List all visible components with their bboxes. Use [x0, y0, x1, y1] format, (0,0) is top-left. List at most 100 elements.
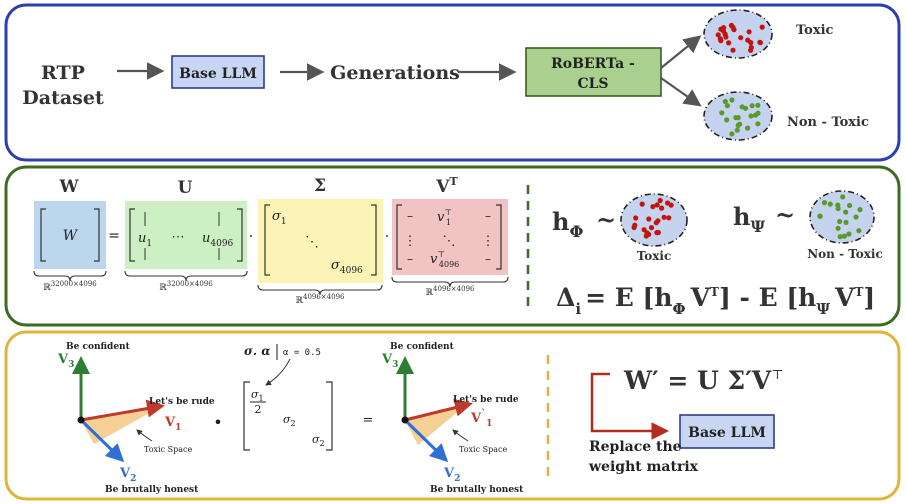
frac-den: 2: [255, 403, 262, 416]
cluster-dot: [648, 225, 655, 231]
classifier-label-line1: RoBERTa -: [551, 56, 635, 72]
vt-last: v⊤4096: [430, 250, 459, 269]
sigma2-low: σ2: [312, 433, 325, 448]
h-psi: hΨ: [733, 202, 765, 236]
cluster-dot: [749, 103, 755, 109]
cluster-dot: [734, 127, 740, 133]
replace-arrow: [590, 372, 669, 440]
cluster-dot: [633, 215, 639, 221]
brace-vt: [391, 276, 509, 288]
cluster-dot: [650, 204, 656, 210]
nontoxic-cluster-p2: [809, 190, 875, 244]
cluster-dot: [857, 207, 863, 213]
cluster-dot: [856, 228, 862, 234]
v2-arrow-left: [79, 418, 125, 463]
toxic-cluster-p1: [703, 9, 773, 59]
dim-vt: ℝ4096×4096: [426, 285, 476, 298]
cluster-dot: [729, 97, 735, 103]
vt-dash-2b: –: [485, 252, 491, 266]
base-llm-label: Base LLM: [179, 66, 257, 82]
cluster-dot: [639, 201, 645, 207]
cluster-dot: [837, 234, 843, 240]
sigma2-mid: σ2: [283, 413, 296, 428]
cluster-dot: [718, 38, 724, 44]
cluster-dot: [755, 121, 761, 127]
matrix-w-cell: W: [63, 228, 79, 244]
v1-arrow-left: [80, 399, 165, 422]
vt-dash-1a: –: [407, 209, 413, 223]
cluster-dot: [759, 24, 765, 30]
classifier-label-line2: CLS: [577, 76, 608, 92]
cluster-dot: [835, 202, 841, 208]
bullet-multiply: •: [213, 413, 222, 432]
cluster-dot: [728, 22, 735, 28]
edited-weight-formula: W′ = U Σ′V⊤: [623, 366, 783, 395]
scaled-sigma-bracket-left: [243, 381, 250, 451]
nontoxic-label-p2: Non - Toxic: [807, 247, 883, 261]
origin-dot-left: [77, 416, 85, 424]
sigma-alpha-pointer: [265, 358, 291, 386]
cluster-dot: [748, 113, 754, 119]
cluster-dot: [835, 225, 841, 231]
matrix-vt-bracket-right: [496, 204, 502, 270]
matrix-sigma-bracket-right: [371, 204, 377, 276]
cluster-dot: [722, 98, 728, 105]
tilde-2: ~: [775, 200, 795, 229]
cluster-dot: [841, 233, 848, 239]
cluster-dot: [757, 40, 764, 46]
toxic-label-p1: Toxic: [796, 23, 834, 38]
matrix-w-bracket-left: [40, 208, 46, 262]
cluster-dot: [665, 200, 671, 206]
replace-label-line1: Replace the: [589, 439, 682, 455]
u-dots: ⋯: [172, 230, 185, 245]
v2-label-left: V2: [119, 466, 136, 484]
cluster-dot: [641, 227, 647, 233]
dataset-label-line2: Dataset: [22, 87, 104, 109]
brace-w: [33, 270, 107, 282]
dataset-label-line1: RTP: [41, 62, 85, 84]
cluster-dot: [735, 122, 741, 128]
h-phi: hΦ: [552, 207, 583, 241]
head-vt: VT: [435, 175, 458, 197]
cluster-dot: [738, 35, 744, 41]
cluster-dot: [631, 224, 637, 231]
vt-dash-2a: –: [407, 252, 413, 266]
cluster-dot: [724, 103, 731, 109]
cluster-dot: [733, 115, 739, 121]
replace-label-line2: weight matrix: [588, 459, 699, 475]
be-brutally-honest-left: Be brutally honest: [105, 485, 199, 495]
cluster-dot: [659, 205, 665, 211]
cluster-dot: [843, 209, 849, 215]
cluster-dot: [817, 213, 823, 219]
cluster-dot: [654, 202, 660, 208]
vt-first: v⊤1: [437, 208, 452, 227]
dim-u: ℝ32000×4096: [159, 280, 213, 293]
generations-label: Generations: [330, 62, 460, 84]
base-llm-box-p3: [679, 414, 775, 449]
brace-u: [124, 270, 248, 282]
toxic-space-pointer-left: [136, 429, 153, 442]
dot-operator-2: ·: [385, 229, 389, 245]
cluster-dot: [846, 231, 852, 237]
cluster-dot: [730, 47, 736, 53]
toxic-cluster-p2: [620, 193, 688, 247]
toxic-space-pointer-right: [452, 429, 469, 442]
alpha-eq: α = 0.5: [283, 348, 321, 358]
cluster-dot: [827, 201, 833, 207]
arrow-to-nontoxic: [660, 77, 702, 107]
scaled-sigma-bracket-right: [326, 381, 333, 451]
v2-label-right: V2: [443, 466, 460, 484]
cluster-dot: [837, 218, 843, 225]
cluster-dot: [748, 44, 754, 51]
cluster-dot: [719, 110, 725, 116]
dim-w: ℝ32000×4096: [43, 280, 97, 293]
head-w: W: [58, 177, 79, 197]
cluster-dot: [723, 34, 729, 40]
panel-pipeline: [4, 3, 901, 162]
matrix-u-bracket-right: [237, 208, 243, 262]
origin-dot-right: [401, 416, 409, 424]
cluster-dot: [720, 28, 727, 34]
cluster-dot: [755, 102, 761, 108]
cluster-outline: [703, 9, 773, 59]
